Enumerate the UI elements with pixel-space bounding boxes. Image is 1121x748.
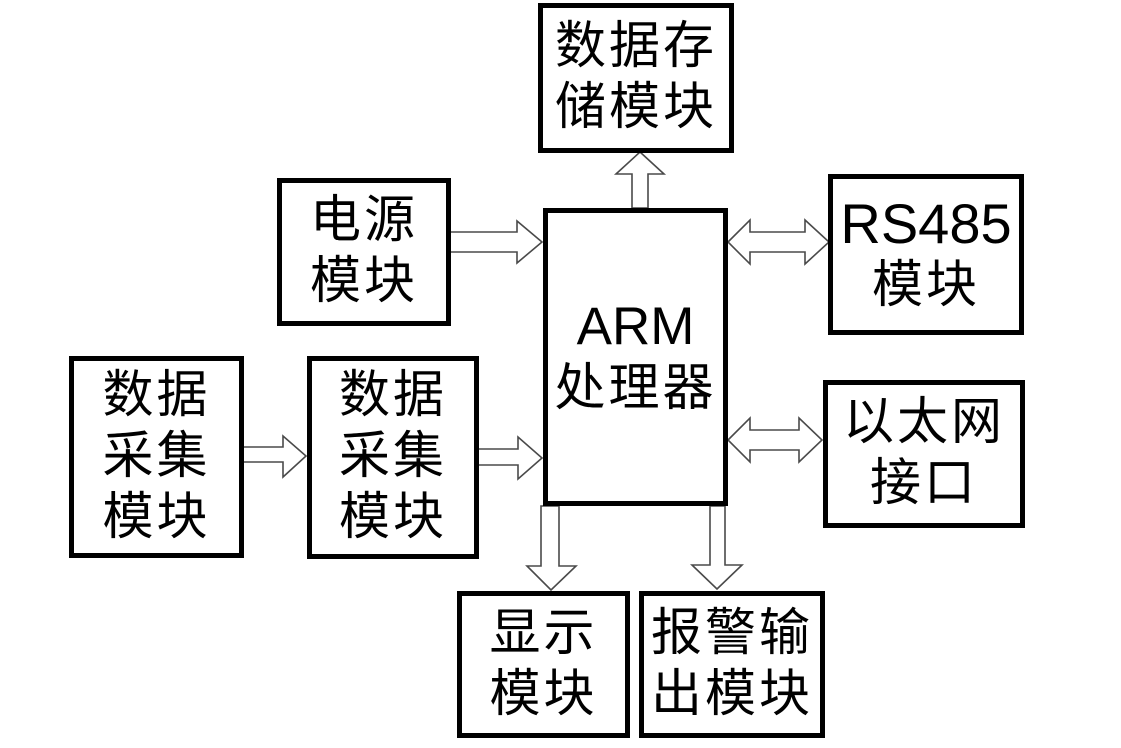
alarm-output-module-label-line1: 报警输 [650,605,813,662]
arrow-power-to-arm [449,219,544,265]
node-rs485-module: RS485 模块 [828,174,1024,335]
node-arm-processor: ARM 处理器 [543,208,728,506]
power-module-label-line2: 模块 [309,254,418,310]
data-acquisition-module-2-label-line2: 采集 [338,429,447,485]
node-alarm-output-module: 报警输 出模块 [639,591,825,738]
data-acquisition-module-1-label-line1: 数据 [102,367,211,424]
node-data-acquisition-module-2: 数据 采集 模块 [307,356,479,559]
arrow-arm-to-storage [613,150,667,209]
rs485-module-label-line1: RS485 [840,192,1012,255]
display-module-label-line2: 模块 [489,666,598,723]
node-data-storage-module: 数据存 储模块 [538,3,734,153]
data-acquisition-module-1-label-line3: 模块 [102,489,211,546]
arrow-acq1-to-acq2 [242,434,308,479]
rs485-module-label-line2: 模块 [871,258,980,314]
display-module-label-line1: 显示 [489,605,598,662]
arm-processor-label-line2: 处理器 [554,360,717,417]
node-data-acquisition-module-1: 数据 采集 模块 [69,356,244,558]
node-ethernet-interface: 以太网 接口 [823,380,1025,528]
ethernet-interface-label-line1: 以太网 [842,395,1005,451]
arrow-arm-rs485-bidirectional [726,218,831,266]
data-acquisition-module-2-label-line1: 数据 [338,368,447,424]
node-power-module: 电源 模块 [277,178,451,326]
alarm-output-module-label-line2: 出模块 [650,666,813,723]
data-acquisition-module-2-label-line3: 模块 [338,490,447,546]
arm-processor-label-line1: ARM [576,296,695,356]
arrow-arm-to-alarm [690,505,744,591]
arrow-arm-ethernet-bidirectional [726,416,824,464]
arrow-acq2-to-arm [477,435,544,481]
data-storage-module-label-line2: 储模块 [554,80,717,136]
ethernet-interface-label-line2: 接口 [869,456,978,512]
data-storage-module-label-line1: 数据存 [554,19,717,75]
data-acquisition-module-1-label-line2: 采集 [102,428,211,485]
power-module-label-line1: 电源 [309,193,418,249]
node-display-module: 显示 模块 [457,591,630,738]
arrow-arm-to-display [525,505,578,592]
